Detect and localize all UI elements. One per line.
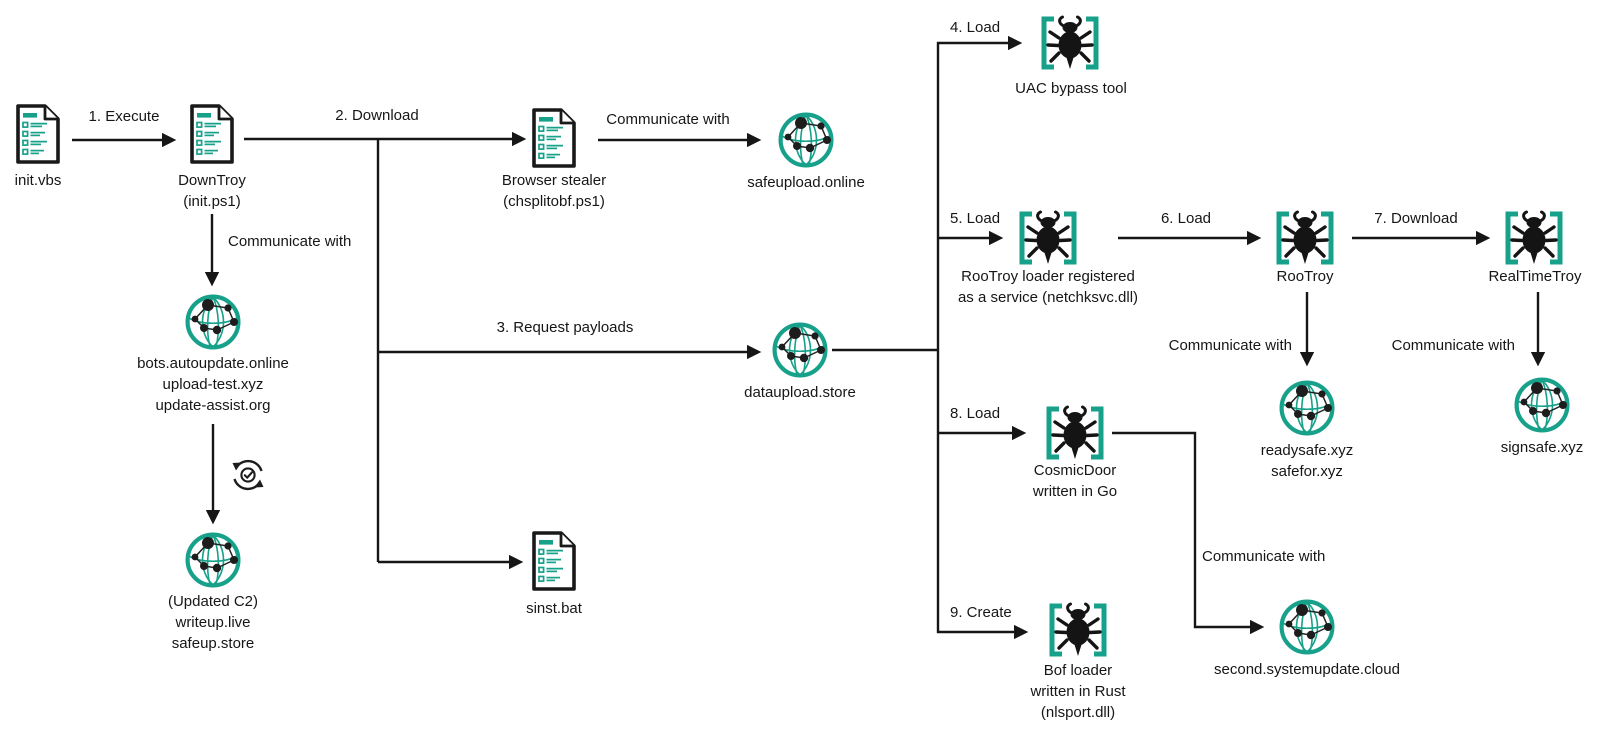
node-bof-loader [1045,601,1111,659]
network-globe-icon [183,292,243,352]
malware-bug-icon [1042,404,1108,462]
readysafe-domain-2: safefor.xyz [1271,463,1343,480]
uac-bypass-label: UAC bypass tool [1015,80,1127,97]
node-realtimetroy [1501,209,1567,267]
downtroy-name: DownTroy [178,172,246,189]
bof-loader-lang: written in Rust [1030,683,1126,700]
node-c2-refresh [228,455,268,495]
node-downtroy [188,102,236,166]
network-globe-icon [770,320,830,380]
edge-create9-label: 9. Create [950,604,1012,621]
sync-check-icon [228,455,268,495]
node-readysafe [1277,378,1337,438]
safeupload-label: safeupload.online [747,174,865,191]
edge-rootroy-comm-label: Communicate with [1168,337,1292,354]
edge-execute-label: 1. Execute [88,108,160,125]
edge-load4-arrow [936,35,1023,350]
script-file-icon [530,529,578,593]
script-file-icon [530,106,578,170]
c2-domains-label: bots.autoupdate.online upload-test.xyz u… [133,353,293,416]
dataupload-label: dataupload.store [744,384,856,401]
rootroy-loader-line2: as a service (netchksvc.dll) [957,289,1139,306]
browser-stealer-name: Browser stealer [501,172,607,189]
node-safeupload [776,110,836,170]
bof-loader-label: Bof loader written in Rust (nlsport.dll) [998,660,1158,723]
readysafe-label: readysafe.xyz safefor.xyz [1227,440,1387,482]
c2-domain-2: upload-test.xyz [162,376,264,393]
node-updated-c2 [183,530,243,590]
node-sinst-bat [530,529,578,593]
second-c2-label: second.systemupdate.cloud [1214,661,1400,678]
updated-c2-label: (Updated C2) writeup.live safeup.store [133,591,293,654]
updated-c2-domain-2: safeup.store [171,635,255,652]
signsafe-label: signsafe.xyz [1500,439,1584,456]
malware-bug-icon [1501,209,1567,267]
network-globe-icon [1512,375,1572,435]
node-cosmicdoor [1042,404,1108,462]
node-signsafe [1512,375,1572,435]
node-browser-stealer [530,106,578,170]
node-init-vbs [14,102,62,166]
malware-bug-icon [1272,209,1338,267]
node-dataupload [770,320,830,380]
node-c2-domains [183,292,243,352]
script-file-icon [188,102,236,166]
cosmicdoor-label: CosmicDoor written in Go [995,460,1155,502]
c2-domain-1: bots.autoupdate.online [137,355,289,372]
edge-stealer-comm-label: Communicate with [606,111,730,128]
malware-bug-icon [1045,601,1111,659]
edge-request-payloads-label: 3. Request payloads [496,319,634,336]
updated-c2-domain-1: writeup.live [175,614,251,631]
edge-realtimetroy-comm-label: Communicate with [1391,337,1515,354]
node-second-c2 [1277,597,1337,657]
edge-cosmicdoor-comm-arrow [1112,431,1265,635]
updated-c2-title: (Updated C2) [167,593,259,610]
network-globe-icon [1277,378,1337,438]
edge-cosmicdoor-comm-label: Communicate with [1202,548,1326,565]
edge-load4-label: 4. Load [950,19,1001,36]
init-vbs-label: init.vbs [14,172,62,189]
edge-load6-label: 6. Load [1160,210,1212,227]
edge-downtroy-comm-label: Communicate with [228,233,352,250]
edge-download7-label: 7. Download [1374,210,1458,227]
realtimetroy-label: RealTimeTroy [1488,268,1582,285]
bof-loader-name: Bof loader [1043,662,1113,679]
cosmicdoor-lang: written in Go [1032,483,1118,500]
network-globe-icon [1277,597,1337,657]
node-rootroy [1272,209,1338,267]
downtroy-file: (init.ps1) [183,193,241,210]
browser-stealer-label: Browser stealer (chsplitobf.ps1) [494,170,614,212]
edge-download-label: 2. Download [335,107,419,124]
sinst-bat-label: sinst.bat [526,600,582,617]
browser-stealer-file: (chsplitobf.ps1) [503,193,605,210]
readysafe-domain-1: readysafe.xyz [1260,442,1354,459]
edge-load5-label: 5. Load [950,210,1001,227]
cosmicdoor-name: CosmicDoor [1033,462,1117,479]
bof-loader-file: (nlsport.dll) [1040,704,1116,721]
edge-load8-label: 8. Load [950,405,1001,422]
malware-bug-icon [1037,14,1103,72]
script-file-icon [14,102,62,166]
network-globe-icon [183,530,243,590]
edge-create9-arrow [936,350,1029,640]
downtroy-label: DownTroy (init.ps1) [152,170,272,212]
network-globe-icon [776,110,836,170]
rootroy-loader-line1: RooTroy loader registered [961,268,1135,285]
rootroy-loader-label: RooTroy loader registered as a service (… [928,266,1168,308]
node-uac-bypass [1037,14,1103,72]
rootroy-label: RooTroy [1276,268,1334,285]
c2-domain-3: update-assist.org [155,397,271,414]
